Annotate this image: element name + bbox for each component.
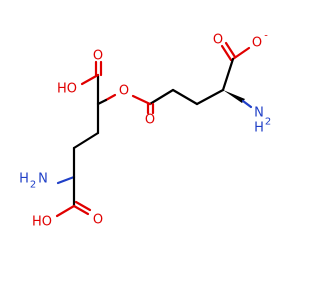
bond-gamma-carbonyl [148, 88, 175, 106]
charge-negative: - [264, 31, 268, 42]
atom-h-alpha: H [254, 121, 264, 136]
atom-o-cooh-bottom-double: O [93, 213, 103, 228]
bond-o-link-ch [104, 93, 117, 102]
bond-cooh-bottom-o-double-a [72, 204, 90, 216]
atom-o-ester-carbonyl: O [145, 113, 155, 128]
atom-o-carboxylate-neg: O [252, 36, 262, 51]
atom-o-cooh-top-double: O [93, 49, 103, 64]
atom-n-amino-left: N [38, 172, 48, 187]
bond-alpha-beta [195, 88, 225, 106]
wedge-bond-alpha-n [223, 90, 245, 103]
atom-h-alpha-sub: 2 [265, 117, 271, 128]
atom-h2-amino-left-sub: 2 [30, 180, 36, 191]
bond-beta-gamma [171, 88, 199, 106]
bond-alpha-to-carboxyl [221, 57, 235, 92]
carboxylate-group: O O - [213, 31, 268, 62]
atom-o-ester-link: O [119, 84, 129, 99]
atom-h2-amino-left: H [19, 172, 29, 187]
molecule-structure: O O - N H 2 O O O HO H 2 N HO O [19, 31, 271, 230]
bond-carbonyl-o-link [131, 94, 152, 106]
atom-oh-cooh-bottom: HO [32, 215, 52, 230]
bond-chain1-chain2 [72, 131, 100, 150]
bond-alpha-n [241, 99, 253, 109]
atom-o-carboxylate-double: O [213, 33, 223, 48]
bond-chain3-n [56, 175, 76, 185]
bond-o-link-ch-c [96, 98, 108, 106]
bond-c-o-single [231, 46, 251, 61]
atom-oh-cooh-top: HO [57, 82, 77, 97]
bond-cooh-bottom-o-double-b [74, 200, 92, 212]
bond-c-o-double-a [220, 44, 233, 62]
bond-c-o-double-b [224, 41, 237, 59]
atom-n-alpha: N [254, 106, 264, 121]
bond-cooh-bottom-oh [55, 204, 76, 218]
bond-cooh-top-oh [80, 73, 100, 86]
